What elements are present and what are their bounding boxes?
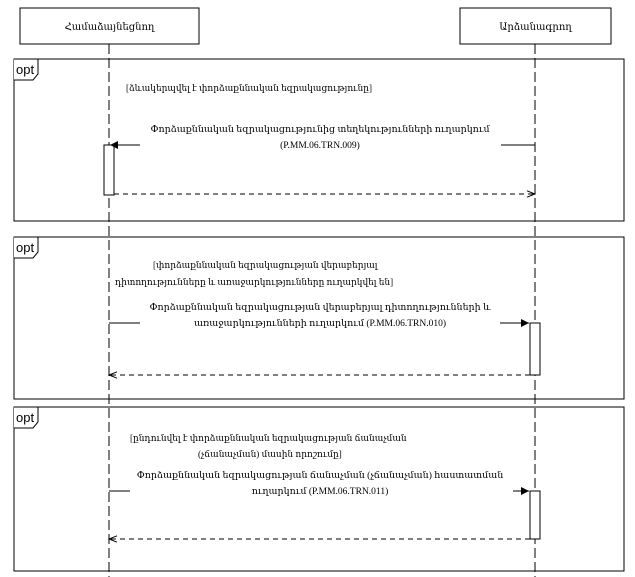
fragment-guard-3-line-2: (չճանաչման) մասին որոշումը] — [198, 449, 342, 459]
message-label-3-line-2: ուղարկում (P.MM.06.TRN.011) — [251, 487, 389, 497]
message-label-1-line-1: Փորձաքննական եզրակացությունից տեղեկությո… — [150, 125, 490, 135]
fragment-tag-2 — [14, 236, 39, 259]
message-label-1-line-2: (P.MM.06.TRN.009) — [280, 141, 360, 151]
fragment-frame-1 — [13, 58, 625, 222]
message-label-2-line-1: Փորձաքննական եզրակացության վերաբերյալ դի… — [149, 303, 491, 313]
message-label-2-line-2: առաջարկությունների ուղարկում (P.MM.06.TR… — [193, 319, 447, 329]
fragment-tag-1 — [14, 58, 39, 81]
participant-label-left: Համաձայնեցնող — [64, 22, 155, 33]
fragment-frame-2 — [13, 236, 625, 400]
participant-label-right: Արձանագրող — [499, 22, 572, 33]
fragment-guard-2-line-1: [փորձաքննական եզրակացության վերաբերյալ — [153, 260, 378, 270]
message-label-3-line-1: Փորձաքննական եզրակացության ճանաչման (չճա… — [136, 471, 504, 481]
activation-left-1 — [103, 144, 115, 196]
activation-right-3 — [529, 490, 541, 540]
fragment-guard-3-line-1: [ընդունվել է փորձաքննական եզրակացության … — [130, 433, 407, 443]
fragment-operator-1: opt — [16, 62, 35, 77]
fragment-tag-3 — [14, 406, 39, 429]
activation-right-2 — [529, 322, 541, 376]
fragment-frame-3 — [13, 406, 625, 572]
participant-box-right — [459, 7, 612, 45]
fragment-operator-3: opt — [16, 410, 35, 425]
fragment-guard-2-line-2: դիտողությունները և առաջարկությունները ու… — [115, 277, 394, 287]
fragment-operator-2: opt — [16, 240, 35, 255]
participant-box-left — [19, 7, 200, 45]
fragment-guard-1: [ձևակերպվել է փորձաքննական եզրակացությու… — [126, 83, 372, 93]
